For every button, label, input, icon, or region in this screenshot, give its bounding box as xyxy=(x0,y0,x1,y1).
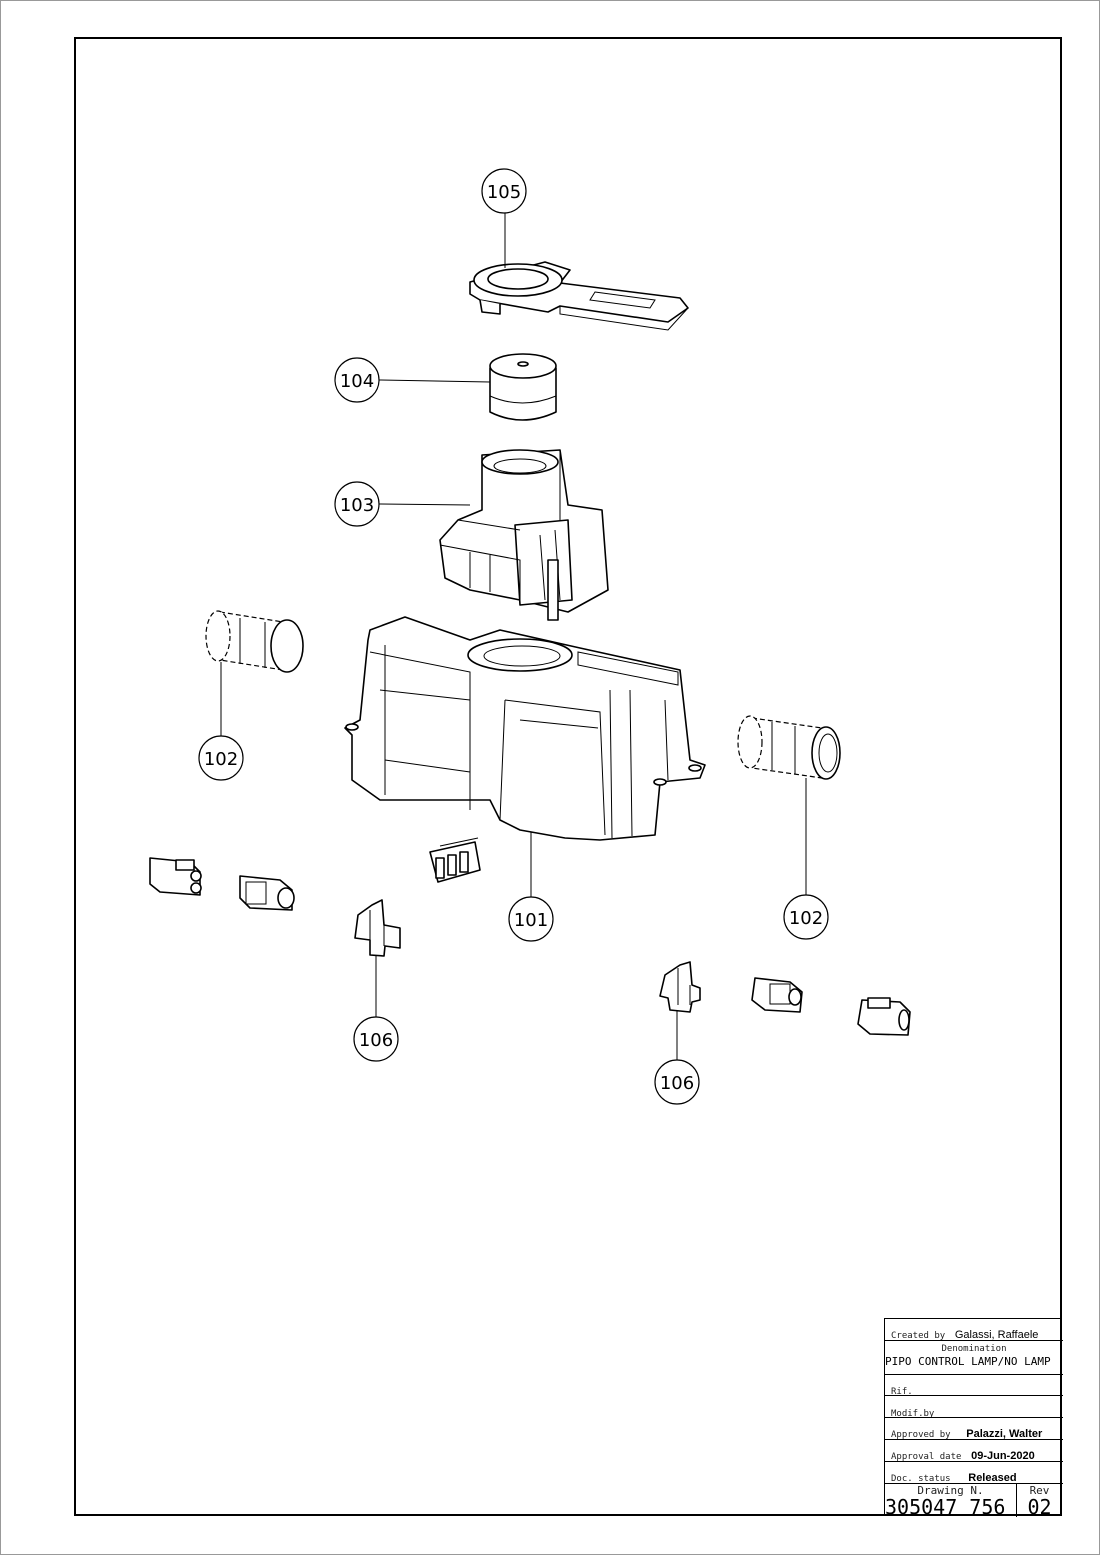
svg-text:106: 106 xyxy=(359,1030,393,1051)
svg-text:105: 105 xyxy=(487,182,521,203)
svg-text:104: 104 xyxy=(340,371,374,392)
callout-101: 101 xyxy=(508,896,554,942)
connector-left-1 xyxy=(149,857,202,896)
title-block: Created by Galassi, Raffaele Denominatio… xyxy=(884,1318,1063,1517)
tb-doc-status-row: Doc. status Released xyxy=(885,1462,1063,1484)
callout-106-left: 106 xyxy=(353,1016,399,1062)
part-101-housing xyxy=(344,616,706,841)
part-103-switch-body xyxy=(439,449,609,621)
svg-text:102: 102 xyxy=(204,749,238,770)
connector-left-2 xyxy=(239,875,295,911)
part-102-lamp-left xyxy=(205,610,304,673)
connector-right-2 xyxy=(857,997,911,1036)
callout-102-right: 102 xyxy=(783,894,829,940)
svg-text:102: 102 xyxy=(789,908,823,929)
callout-104: 104 xyxy=(334,357,380,403)
part-106-clip-left xyxy=(354,899,401,957)
part-104-knob xyxy=(489,353,557,421)
callout-103: 103 xyxy=(334,481,380,527)
tb-approved-row: Approved by Palazzi, Walter xyxy=(885,1418,1063,1440)
tb-approval-date-row: Approval date 09-Jun-2020 xyxy=(885,1440,1063,1462)
tb-approval-date-value: 09-Jun-2020 xyxy=(971,1450,1035,1462)
part-102-lamp-right xyxy=(737,715,841,780)
tb-created-row: Created by Galassi, Raffaele xyxy=(885,1319,1063,1341)
drawing-frame xyxy=(74,37,1062,1516)
tb-modif-row: Modif.by xyxy=(885,1396,1063,1418)
part-105-bracket xyxy=(469,261,689,331)
tb-denomination-row: Denomination PIPO CONTROL LAMP/NO LAMP xyxy=(885,1341,1063,1375)
tb-drawing-row: Drawing N. 305047_756 Rev 02 xyxy=(885,1484,1063,1517)
leader-lines xyxy=(220,210,807,1060)
svg-text:103: 103 xyxy=(340,495,374,516)
svg-text:101: 101 xyxy=(514,910,548,931)
connector-center-block xyxy=(429,837,481,883)
callout-102-left: 102 xyxy=(198,735,244,781)
connector-right-1 xyxy=(751,977,803,1013)
tb-doc-status-value: Released xyxy=(968,1472,1017,1484)
callout-106-right: 106 xyxy=(654,1059,700,1105)
svg-text:106: 106 xyxy=(660,1073,694,1094)
tb-approved-value: Palazzi, Walter xyxy=(966,1428,1043,1440)
callout-105: 105 xyxy=(481,168,527,214)
tb-revision: 02 xyxy=(1027,1495,1052,1517)
tb-denomination-value: PIPO CONTROL LAMP/NO LAMP xyxy=(885,1355,1051,1368)
tb-rif-row: Rif. xyxy=(885,1375,1063,1396)
tb-created-value: Galassi, Raffaele xyxy=(954,1329,1039,1341)
tb-drawing-number: 305047_756 xyxy=(885,1495,1006,1517)
part-106-clip-right xyxy=(659,961,701,1013)
